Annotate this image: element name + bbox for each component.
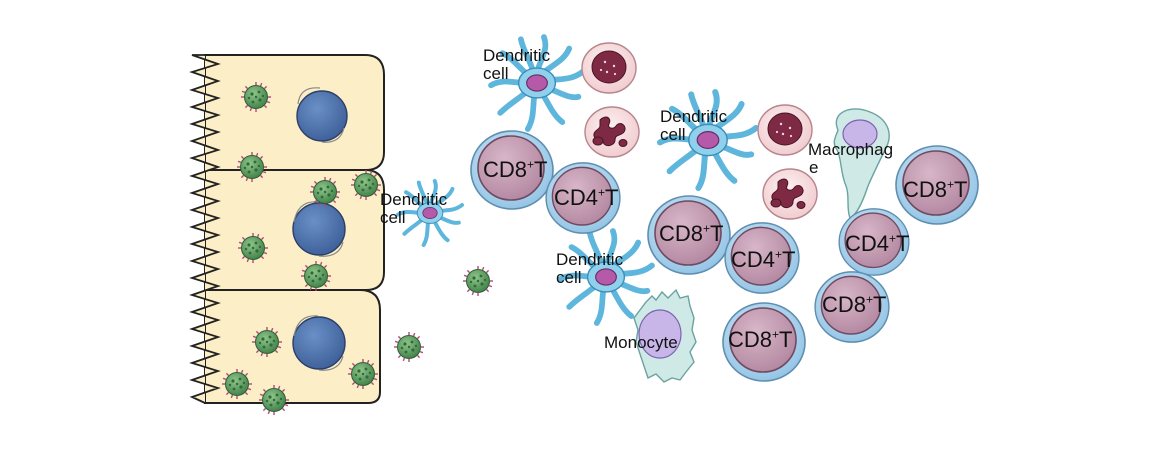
dendritic-cell-label: Dendritic cell bbox=[483, 47, 550, 83]
cd4-name: CD4 bbox=[554, 185, 599, 210]
dendritic-label-line2: cell bbox=[660, 124, 686, 144]
cd8-t-cell-label: CD8+T bbox=[483, 158, 547, 181]
cd4-t: T bbox=[782, 247, 796, 272]
cd4-t: T bbox=[896, 231, 910, 256]
cd8-sup: + bbox=[527, 157, 535, 172]
cd8-sup: + bbox=[703, 221, 711, 236]
cd4-t-cell-label: CD4+T bbox=[554, 186, 618, 209]
dendritic-cell-label: Dendritic cell bbox=[380, 191, 447, 227]
cd8-sup: + bbox=[947, 177, 955, 192]
cd8-name: CD8 bbox=[659, 221, 704, 246]
monocyte-label: Monocyte bbox=[604, 333, 678, 352]
dendritic-label-line2: cell bbox=[483, 63, 509, 83]
cd8-sup: + bbox=[866, 292, 874, 307]
cd8-t: T bbox=[710, 221, 724, 246]
cd8-name: CD8 bbox=[728, 327, 773, 352]
cd4-sup: + bbox=[889, 231, 897, 246]
cd4-sup: + bbox=[598, 185, 606, 200]
cd4-t: T bbox=[605, 185, 619, 210]
dendritic-label-line1: Dendritic bbox=[483, 46, 551, 65]
cd8-t: T bbox=[954, 177, 968, 202]
dendritic-cell-label: Dendritic cell bbox=[660, 108, 727, 144]
epithelial-cell-layer-icon bbox=[189, 54, 385, 404]
dendritic-label-line2: cell bbox=[556, 267, 582, 287]
cd4-t-cell-label: CD4+T bbox=[731, 248, 795, 271]
cd8-sup: + bbox=[772, 327, 780, 342]
cd8-name: CD8 bbox=[822, 292, 867, 317]
dendritic-label-line1: Dendritic bbox=[556, 250, 624, 269]
cd4-name: CD4 bbox=[845, 231, 890, 256]
cd8-t: T bbox=[534, 157, 548, 182]
cd8-name: CD8 bbox=[903, 177, 948, 202]
cd8-t-cell-label: CD8+T bbox=[659, 222, 723, 245]
macrophage-label-line1: Macrophag bbox=[808, 140, 894, 159]
macrophage-icon bbox=[833, 108, 890, 219]
cd4-t-cell-label: CD4+T bbox=[845, 232, 909, 255]
epithelial-nucleus bbox=[292, 87, 348, 371]
cd8-t: T bbox=[873, 292, 887, 317]
dendritic-label-line1: Dendritic bbox=[660, 107, 728, 126]
cd8-t-cell-label: CD8+T bbox=[822, 293, 886, 316]
macrophage-label-line2: e bbox=[809, 157, 819, 177]
dendritic-label-line2: cell bbox=[380, 207, 406, 227]
dendritic-cell-label: Dendritic cell bbox=[556, 251, 623, 287]
cd8-t: T bbox=[779, 327, 793, 352]
cd8-t-cell-label: CD8+T bbox=[728, 328, 792, 351]
dendritic-label-line1: Dendritic bbox=[380, 190, 448, 209]
monocyte-icon bbox=[633, 288, 697, 383]
cd8-t-cell-label: CD8+T bbox=[903, 178, 967, 201]
cd8-name: CD8 bbox=[483, 157, 528, 182]
cd4-name: CD4 bbox=[731, 247, 776, 272]
cd4-sup: + bbox=[775, 247, 783, 262]
macrophage-label: Macrophag e bbox=[808, 141, 893, 177]
